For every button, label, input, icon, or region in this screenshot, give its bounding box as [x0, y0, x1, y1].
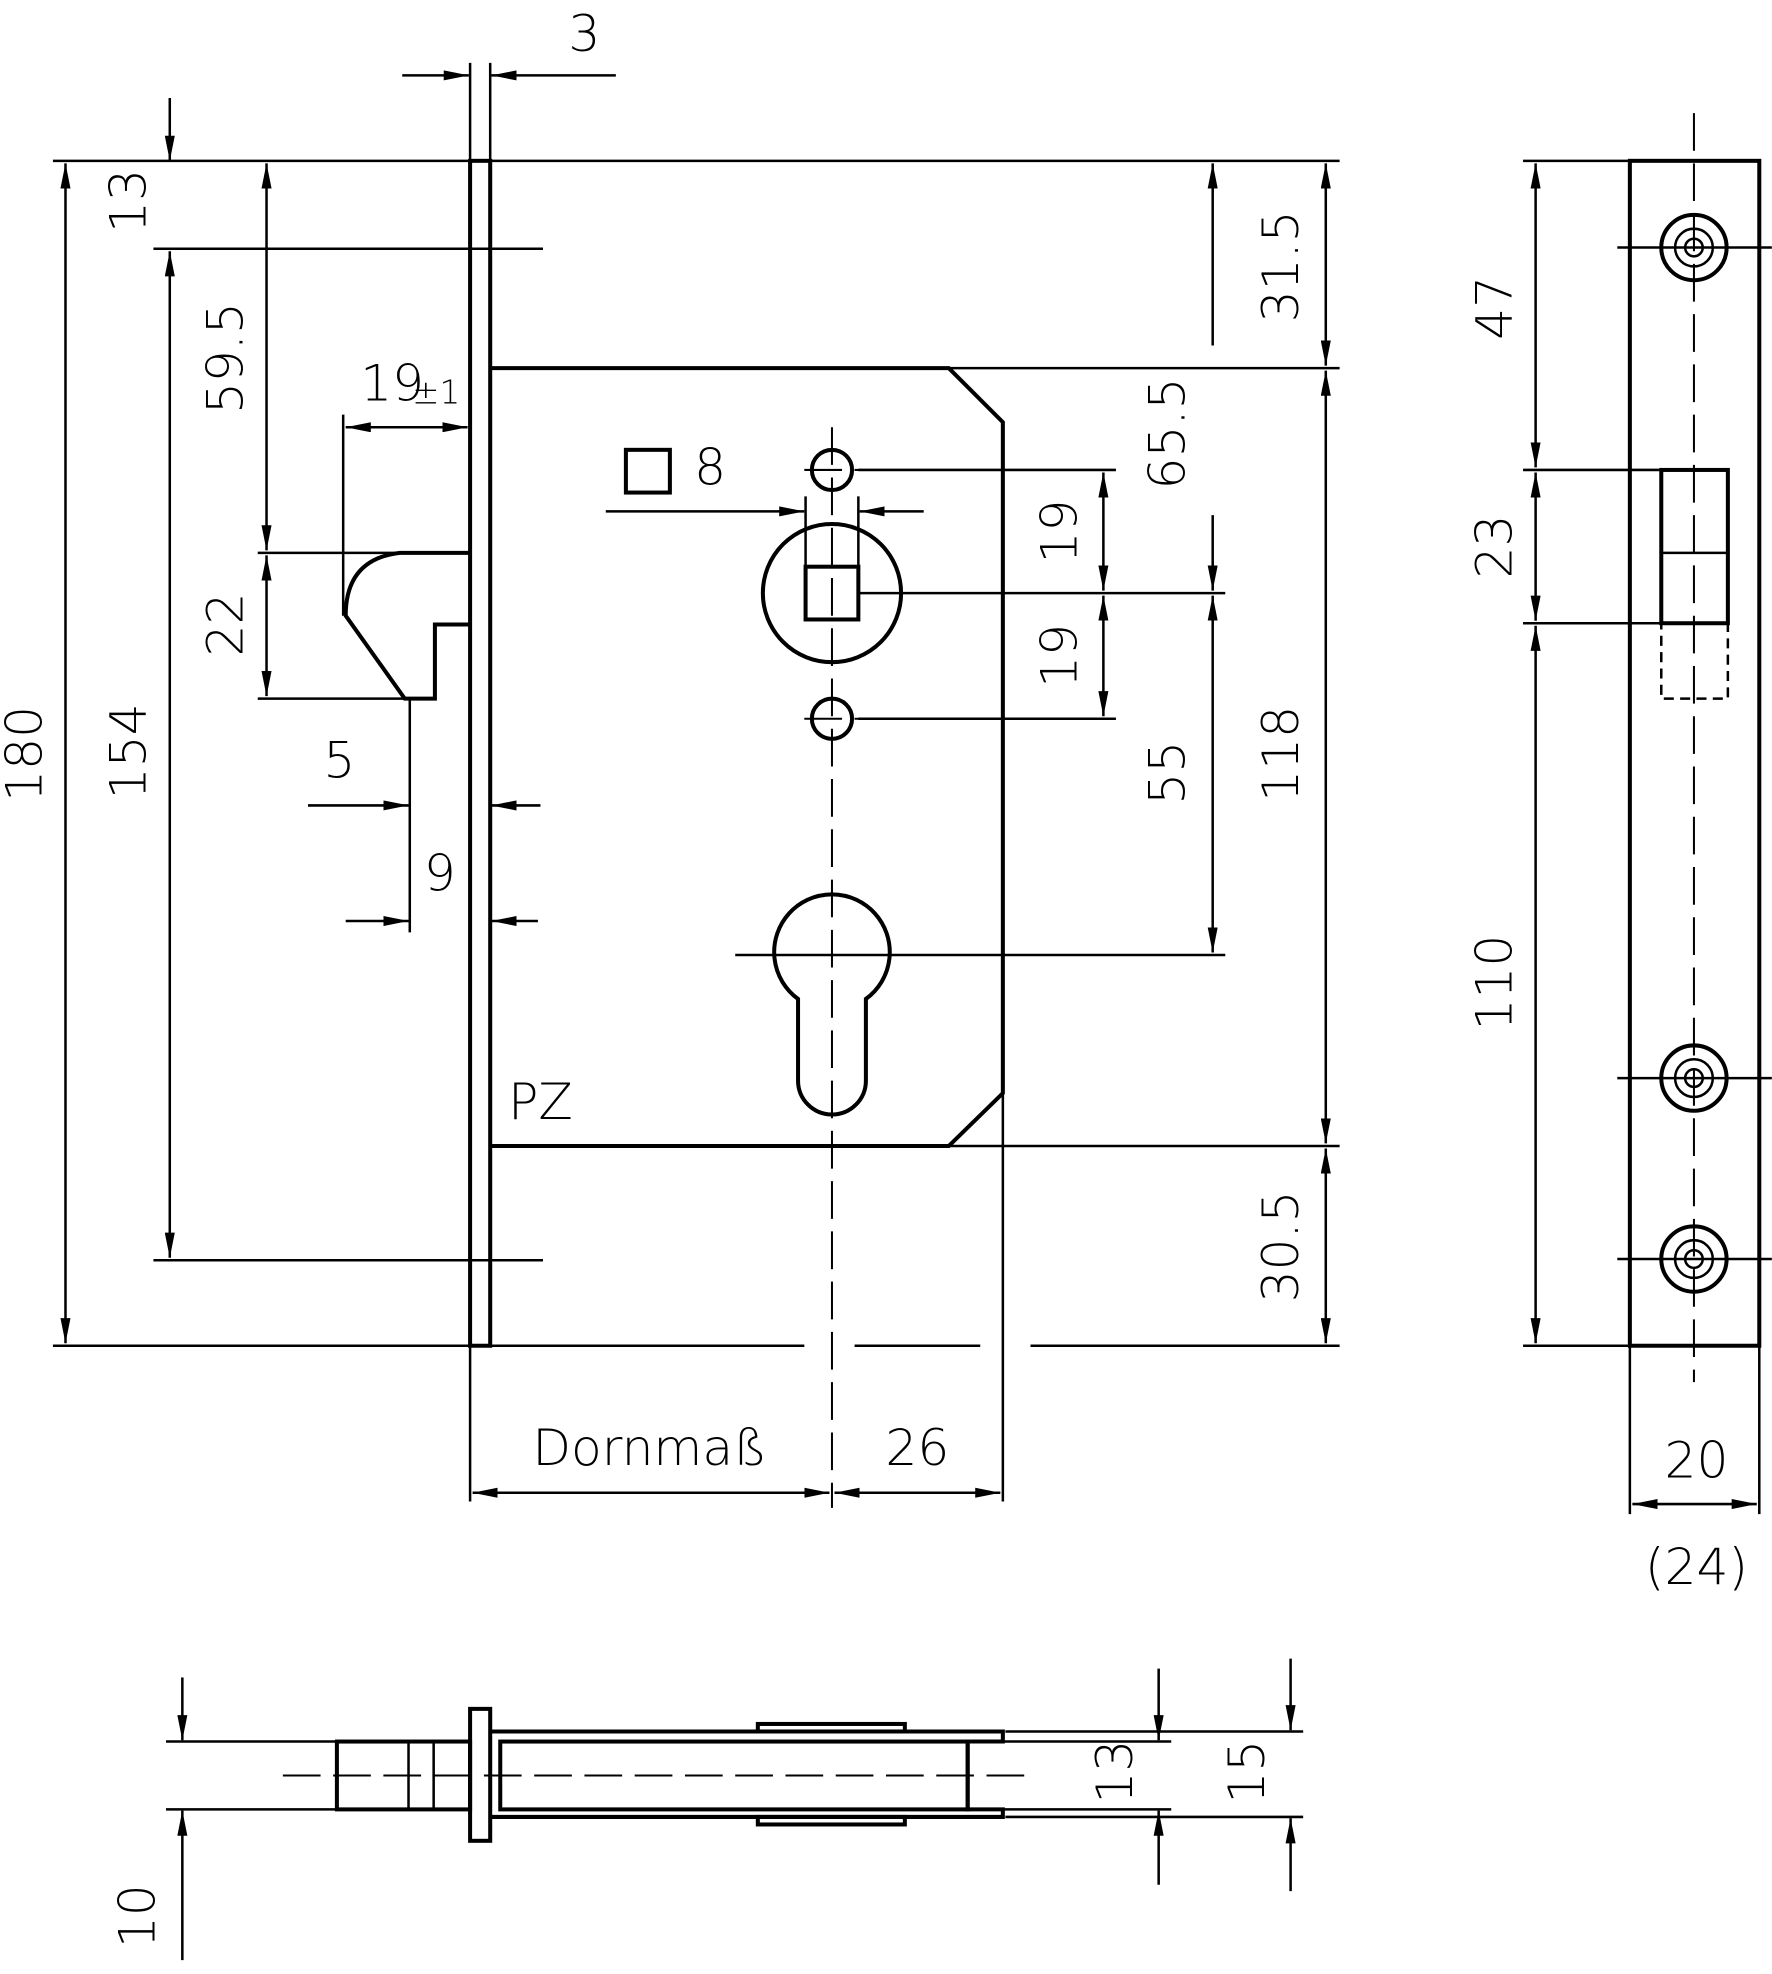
dim-label: 59.5	[195, 302, 254, 414]
faceplate	[468, 158, 493, 1348]
dim-label: 31.5	[1251, 210, 1310, 322]
side-view: 47 23 110 20 (24)	[1464, 113, 1772, 1596]
dim-label: 13	[1085, 1740, 1144, 1804]
dim-label: 15	[1217, 1740, 1276, 1804]
dim-label: 65.5	[1138, 378, 1197, 490]
dim-label: (24)	[1645, 1537, 1748, 1596]
latch-hidden	[1660, 621, 1730, 700]
latch	[343, 550, 471, 701]
dim-label: 118	[1251, 706, 1310, 802]
dim-label: 19	[1030, 500, 1089, 564]
dim-label: 3	[568, 4, 600, 63]
dim-label: 20	[1664, 1430, 1728, 1489]
case-bottom	[490, 1729, 1005, 1819]
dim-label: 9	[424, 844, 456, 903]
dim-label: 10	[107, 1884, 166, 1948]
dim-label: 110	[1464, 935, 1523, 1031]
dim-tolerance: ±1	[412, 374, 460, 412]
cylinder-label: PZ	[508, 1072, 573, 1131]
dim-label: 180	[0, 706, 53, 802]
lock-case	[490, 366, 1005, 1148]
dim-label: 8	[694, 438, 726, 497]
dim-label: 30.5	[1251, 1191, 1310, 1303]
dim-label: 19	[1030, 624, 1089, 688]
dim-label: 5	[323, 730, 355, 789]
front-view: 3 180 13 154 59.5 22 19 ±1 5 9 8 19 19 6…	[0, 4, 1340, 1508]
dim-label: 13	[99, 169, 158, 233]
backset-label: Dornmaß	[532, 1418, 767, 1477]
cylinder-cutout	[772, 892, 892, 1117]
dim-label: 47	[1464, 276, 1523, 340]
dim-label: 154	[99, 703, 158, 799]
bottom-view: 10 13 15	[107, 1658, 1304, 1961]
dim-label: 22	[195, 593, 254, 657]
dim-label: 23	[1464, 515, 1523, 579]
dim-label: 55	[1138, 741, 1197, 805]
dim-label: 26	[885, 1418, 949, 1477]
dim-label: 19	[360, 354, 424, 413]
square-symbol	[623, 447, 672, 495]
